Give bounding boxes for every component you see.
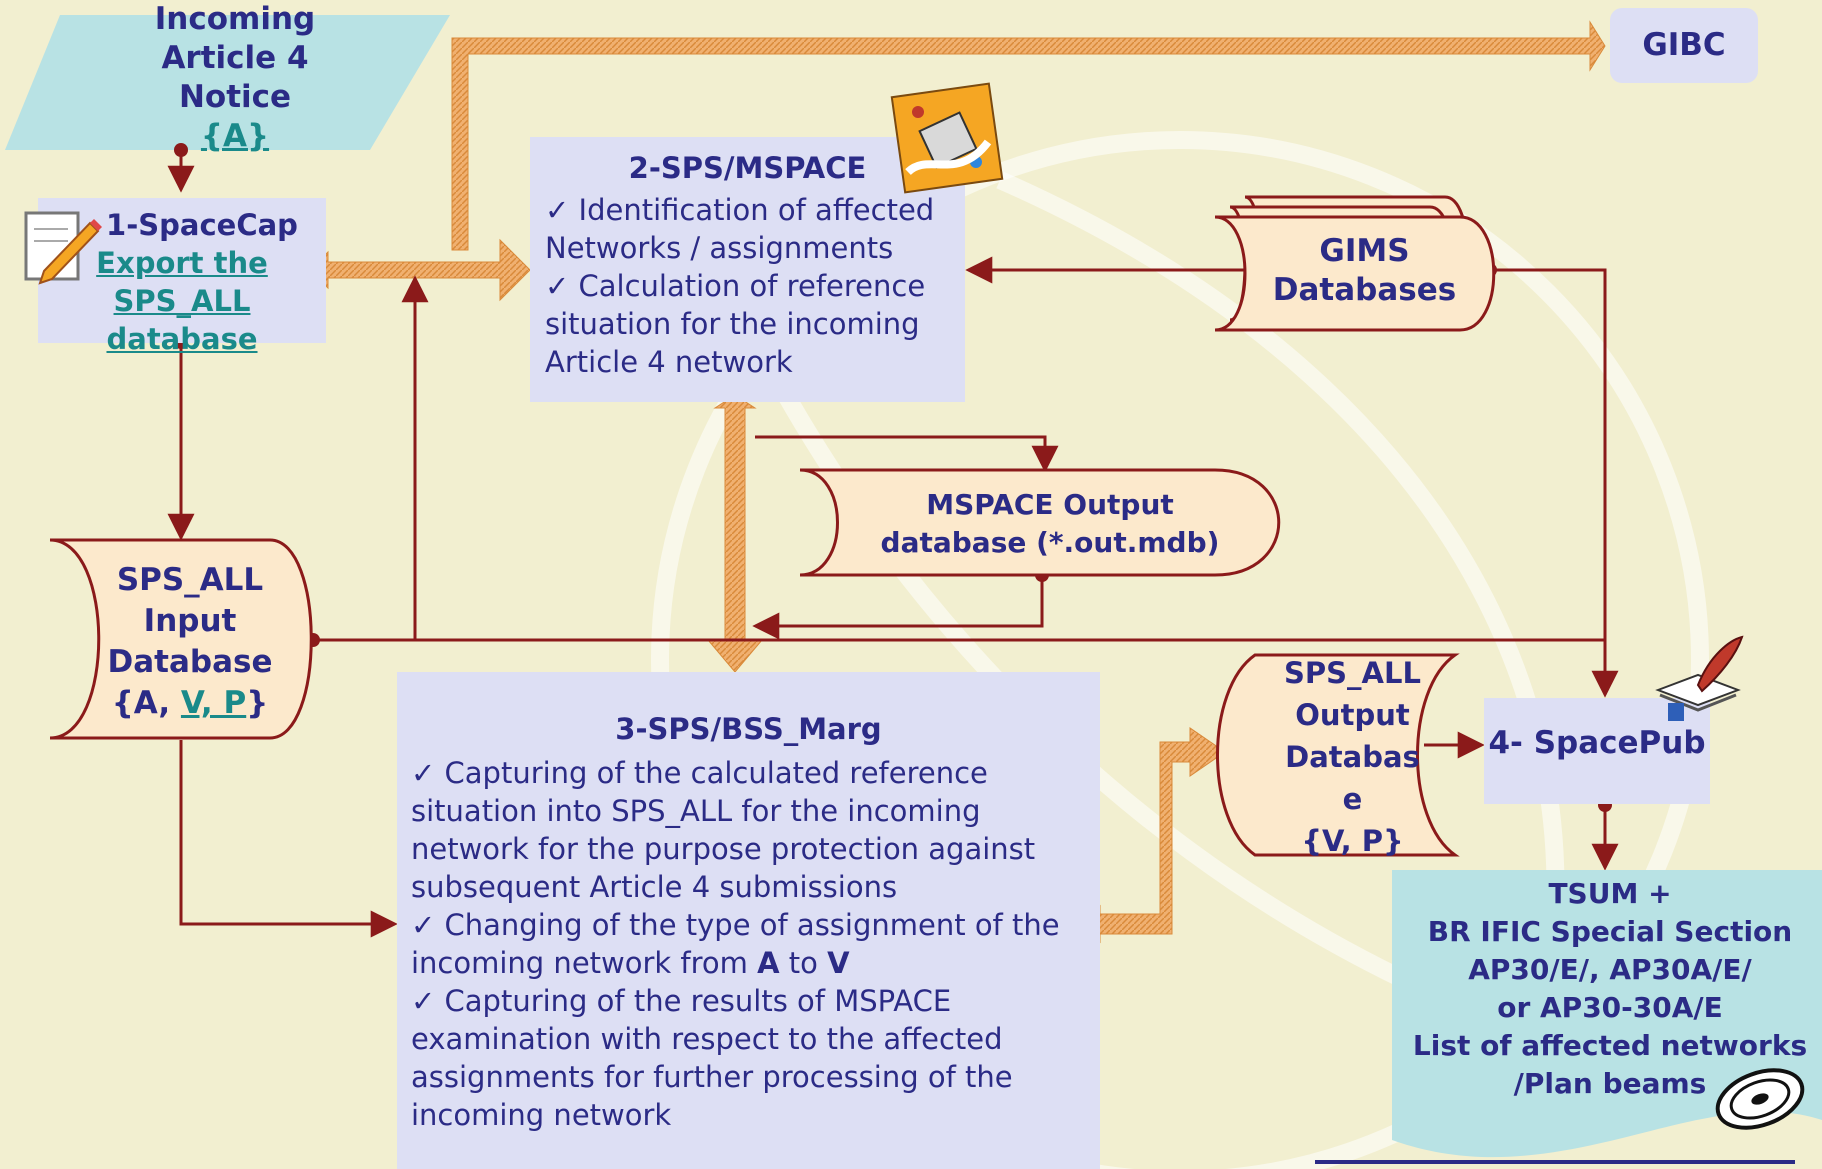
mspace-line: ✓ Calculation of reference bbox=[545, 269, 926, 303]
sps-input-ref: {A, V, P} bbox=[111, 685, 269, 721]
mspace-output-line1: MSPACE Output bbox=[926, 488, 1174, 521]
mspace-box: 2-SPS/MSPACE ✓ Identification of affecte… bbox=[530, 137, 965, 402]
edit-document-icon bbox=[24, 211, 102, 285]
gims-databases: GIMS Databases bbox=[1262, 232, 1467, 310]
book-quill-icon bbox=[1655, 635, 1744, 721]
mspace-line: Article 4 network bbox=[545, 345, 793, 379]
gibc-label: GIBC bbox=[1642, 27, 1726, 63]
tsum-document-shape bbox=[1392, 870, 1822, 1158]
tsum-line: TSUM + bbox=[1548, 877, 1672, 910]
tsum-output: TSUM + BR IFIC Special Section AP30/E/, … bbox=[1400, 875, 1820, 1103]
mspace-line: situation for the incoming bbox=[545, 307, 920, 341]
sps-input-ref-link[interactable]: V, P bbox=[180, 685, 247, 721]
bss-marg-box: 3-SPS/BSS_Marg ✓ Capturing of the calcul… bbox=[397, 672, 1100, 1169]
bss-marg-line: network for the purpose protection again… bbox=[411, 832, 1036, 866]
sps-output-line3: Databas bbox=[1285, 740, 1420, 774]
gims-line2: Databases bbox=[1272, 272, 1457, 308]
incoming-notice-shape bbox=[5, 15, 450, 150]
sps-output-shape bbox=[1216, 653, 1460, 857]
sps-all-output-database: SPS_ALL Output Databas e {V, P} bbox=[1255, 652, 1450, 862]
bss-marg-line: ✓ Capturing of the calculated reference bbox=[411, 756, 988, 790]
bss-marg-line: incoming network from A to V bbox=[411, 946, 850, 980]
incoming-line1: Incoming bbox=[154, 1, 316, 37]
sps-input-line3: Database bbox=[107, 644, 273, 680]
sps-output-line5: {V, P} bbox=[1301, 824, 1404, 858]
gims-database-shape bbox=[1214, 195, 1496, 332]
tsum-line: BR IFIC Special Section bbox=[1427, 915, 1793, 948]
bss-marg-line: subsequent Article 4 submissions bbox=[411, 870, 898, 904]
bss-marg-line: ✓ Changing of the type of assignment of … bbox=[411, 908, 1060, 942]
footer-bar bbox=[1315, 1160, 1795, 1164]
sps-output-line4: e bbox=[1342, 782, 1363, 816]
bss-marg-line: examination with respect to the affected bbox=[411, 1022, 1003, 1056]
gims-line1: GIMS bbox=[1319, 233, 1410, 269]
bss-marg-line: assignments for further processing of th… bbox=[411, 1060, 1013, 1094]
tsum-line: /Plan beams bbox=[1513, 1067, 1707, 1100]
calculator-icon bbox=[890, 82, 1004, 194]
gibc-box bbox=[1610, 8, 1758, 83]
spacecap-title: 1-SpaceCap bbox=[106, 208, 298, 242]
spacecap-box: 1-SpaceCap Export the SPS_ALL database bbox=[38, 198, 326, 356]
sps-output-line2: Output bbox=[1295, 698, 1410, 732]
sps-output-line1: SPS_ALL bbox=[1284, 656, 1421, 690]
incoming-line3: Notice bbox=[178, 79, 292, 115]
bss-marg-line: ✓ Capturing of the results of MSPACE bbox=[411, 984, 952, 1018]
sps-input-shape bbox=[49, 538, 313, 740]
mspace-title: 2-SPS/MSPACE bbox=[628, 151, 867, 185]
spacecap-export-link-line1[interactable]: Export the bbox=[96, 246, 268, 280]
bss-marg-line: incoming network bbox=[411, 1098, 672, 1132]
incoming-notice: Incoming Article 4 Notice {A} bbox=[115, 0, 355, 156]
incoming-ref-link[interactable]: {A} bbox=[200, 118, 270, 154]
spacepub-label: 4- SpacePub bbox=[1488, 725, 1706, 761]
sps-all-input-database: SPS_ALL Input Database {A, V, P} bbox=[95, 560, 285, 724]
mspace-line: ✓ Identification of affected bbox=[545, 193, 935, 227]
cd-disc-icon bbox=[1715, 1068, 1805, 1130]
tsum-line: AP30/E/, AP30A/E/ bbox=[1468, 953, 1752, 986]
bss-marg-title: 3-SPS/BSS_Marg bbox=[615, 712, 882, 746]
mspace-output-line2: database (*.out.mdb) bbox=[880, 526, 1220, 559]
bss-marg-line: situation into SPS_ALL for the incoming bbox=[411, 794, 981, 828]
mspace-output-database: MSPACE Output database (*.out.mdb) bbox=[860, 486, 1240, 562]
spacecap-export-link-line2[interactable]: SPS_ALL database bbox=[106, 284, 258, 356]
mspace-line: Networks / assignments bbox=[545, 231, 894, 265]
mspace-output-shape bbox=[799, 468, 1281, 577]
sps-input-line1: SPS_ALL bbox=[116, 562, 264, 598]
incoming-line2: Article 4 bbox=[161, 40, 309, 76]
tsum-line: or AP30-30A/E bbox=[1497, 991, 1723, 1024]
sps-input-line2: Input bbox=[143, 603, 237, 639]
tsum-line: List of affected networks bbox=[1412, 1029, 1808, 1062]
